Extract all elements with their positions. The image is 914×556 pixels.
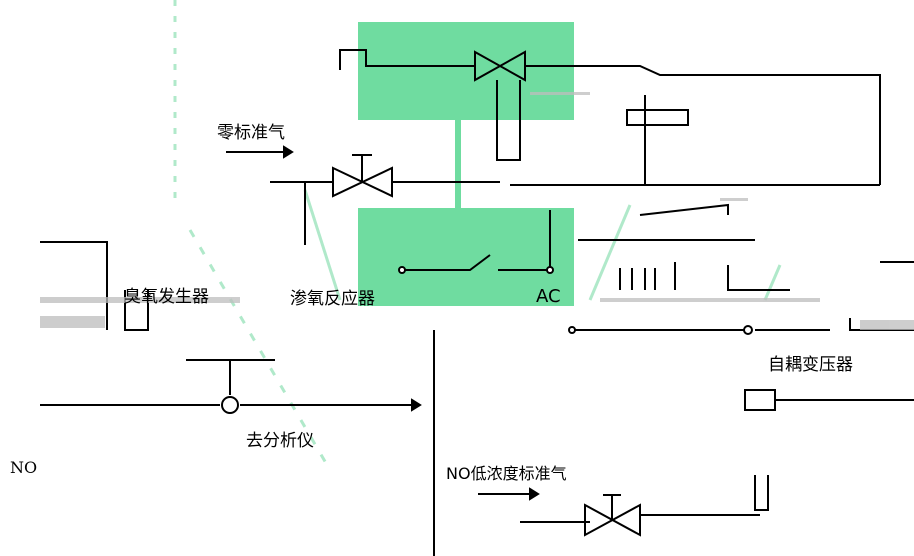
watermark	[173, 0, 782, 471]
valve-zero-gas	[332, 154, 393, 198]
label-ozone-generator: 臭氧发生器	[124, 287, 209, 307]
gray-strips	[40, 92, 914, 330]
ozone-generator-box	[358, 22, 574, 120]
pipe-lines	[40, 49, 914, 556]
valve-no	[584, 494, 641, 537]
junctions	[221, 266, 753, 414]
label-to-analyzer: 去分析仪	[246, 431, 314, 451]
label-no-standard-gas: NO低浓度标准气	[446, 464, 567, 483]
valve-top	[474, 50, 526, 82]
label-no: NO	[10, 458, 38, 477]
connector-stem	[455, 118, 461, 210]
label-ac: AC	[536, 286, 561, 307]
label-zero-gas: 零标准气	[217, 123, 285, 143]
label-autotransformer: 自耦变压器	[768, 355, 853, 375]
arrows	[226, 145, 540, 501]
label-reactor: 渗氧反应器	[290, 289, 375, 309]
reactor-box	[358, 208, 574, 306]
